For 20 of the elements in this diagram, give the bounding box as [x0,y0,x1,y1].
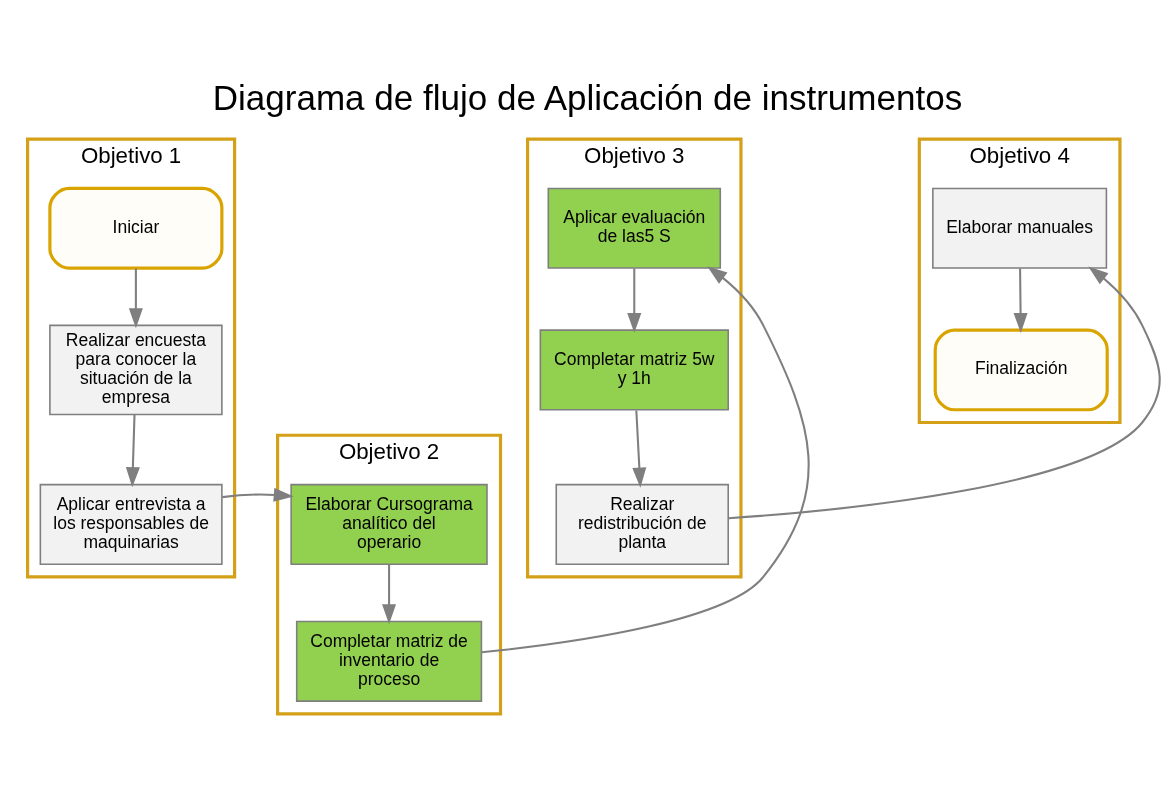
arrow [382,564,397,625]
arrow [632,410,647,488]
arrow [125,414,140,488]
arrow [1013,268,1028,334]
arrow [627,268,642,334]
arrow [481,266,810,654]
diagram-title: Diagrama de flujo de Aplicación de instrumentos [212,77,963,117]
node-box: Elaborar Cursograma analítico del operario [290,483,488,565]
node-box: Elaborar manuales [932,187,1108,269]
node-box: Realizar encuesta para conocer la situación de la empresa [49,324,223,416]
node-box: Completar matriz 5w y 1h [539,329,730,411]
node-box: Finalización [933,328,1109,412]
arrow [222,487,294,502]
node-box: Aplicar evaluación de las5 S [547,187,722,269]
arrow [128,268,143,329]
node-box: Iniciar [48,186,224,270]
node-box: Realizar redistribución de planta [555,483,730,565]
node-box: Completar matriz de inventario de proceso [295,620,483,702]
node-box: Aplicar entrevista a los responsables de maquinarias [39,483,223,565]
arrow [728,266,1161,520]
